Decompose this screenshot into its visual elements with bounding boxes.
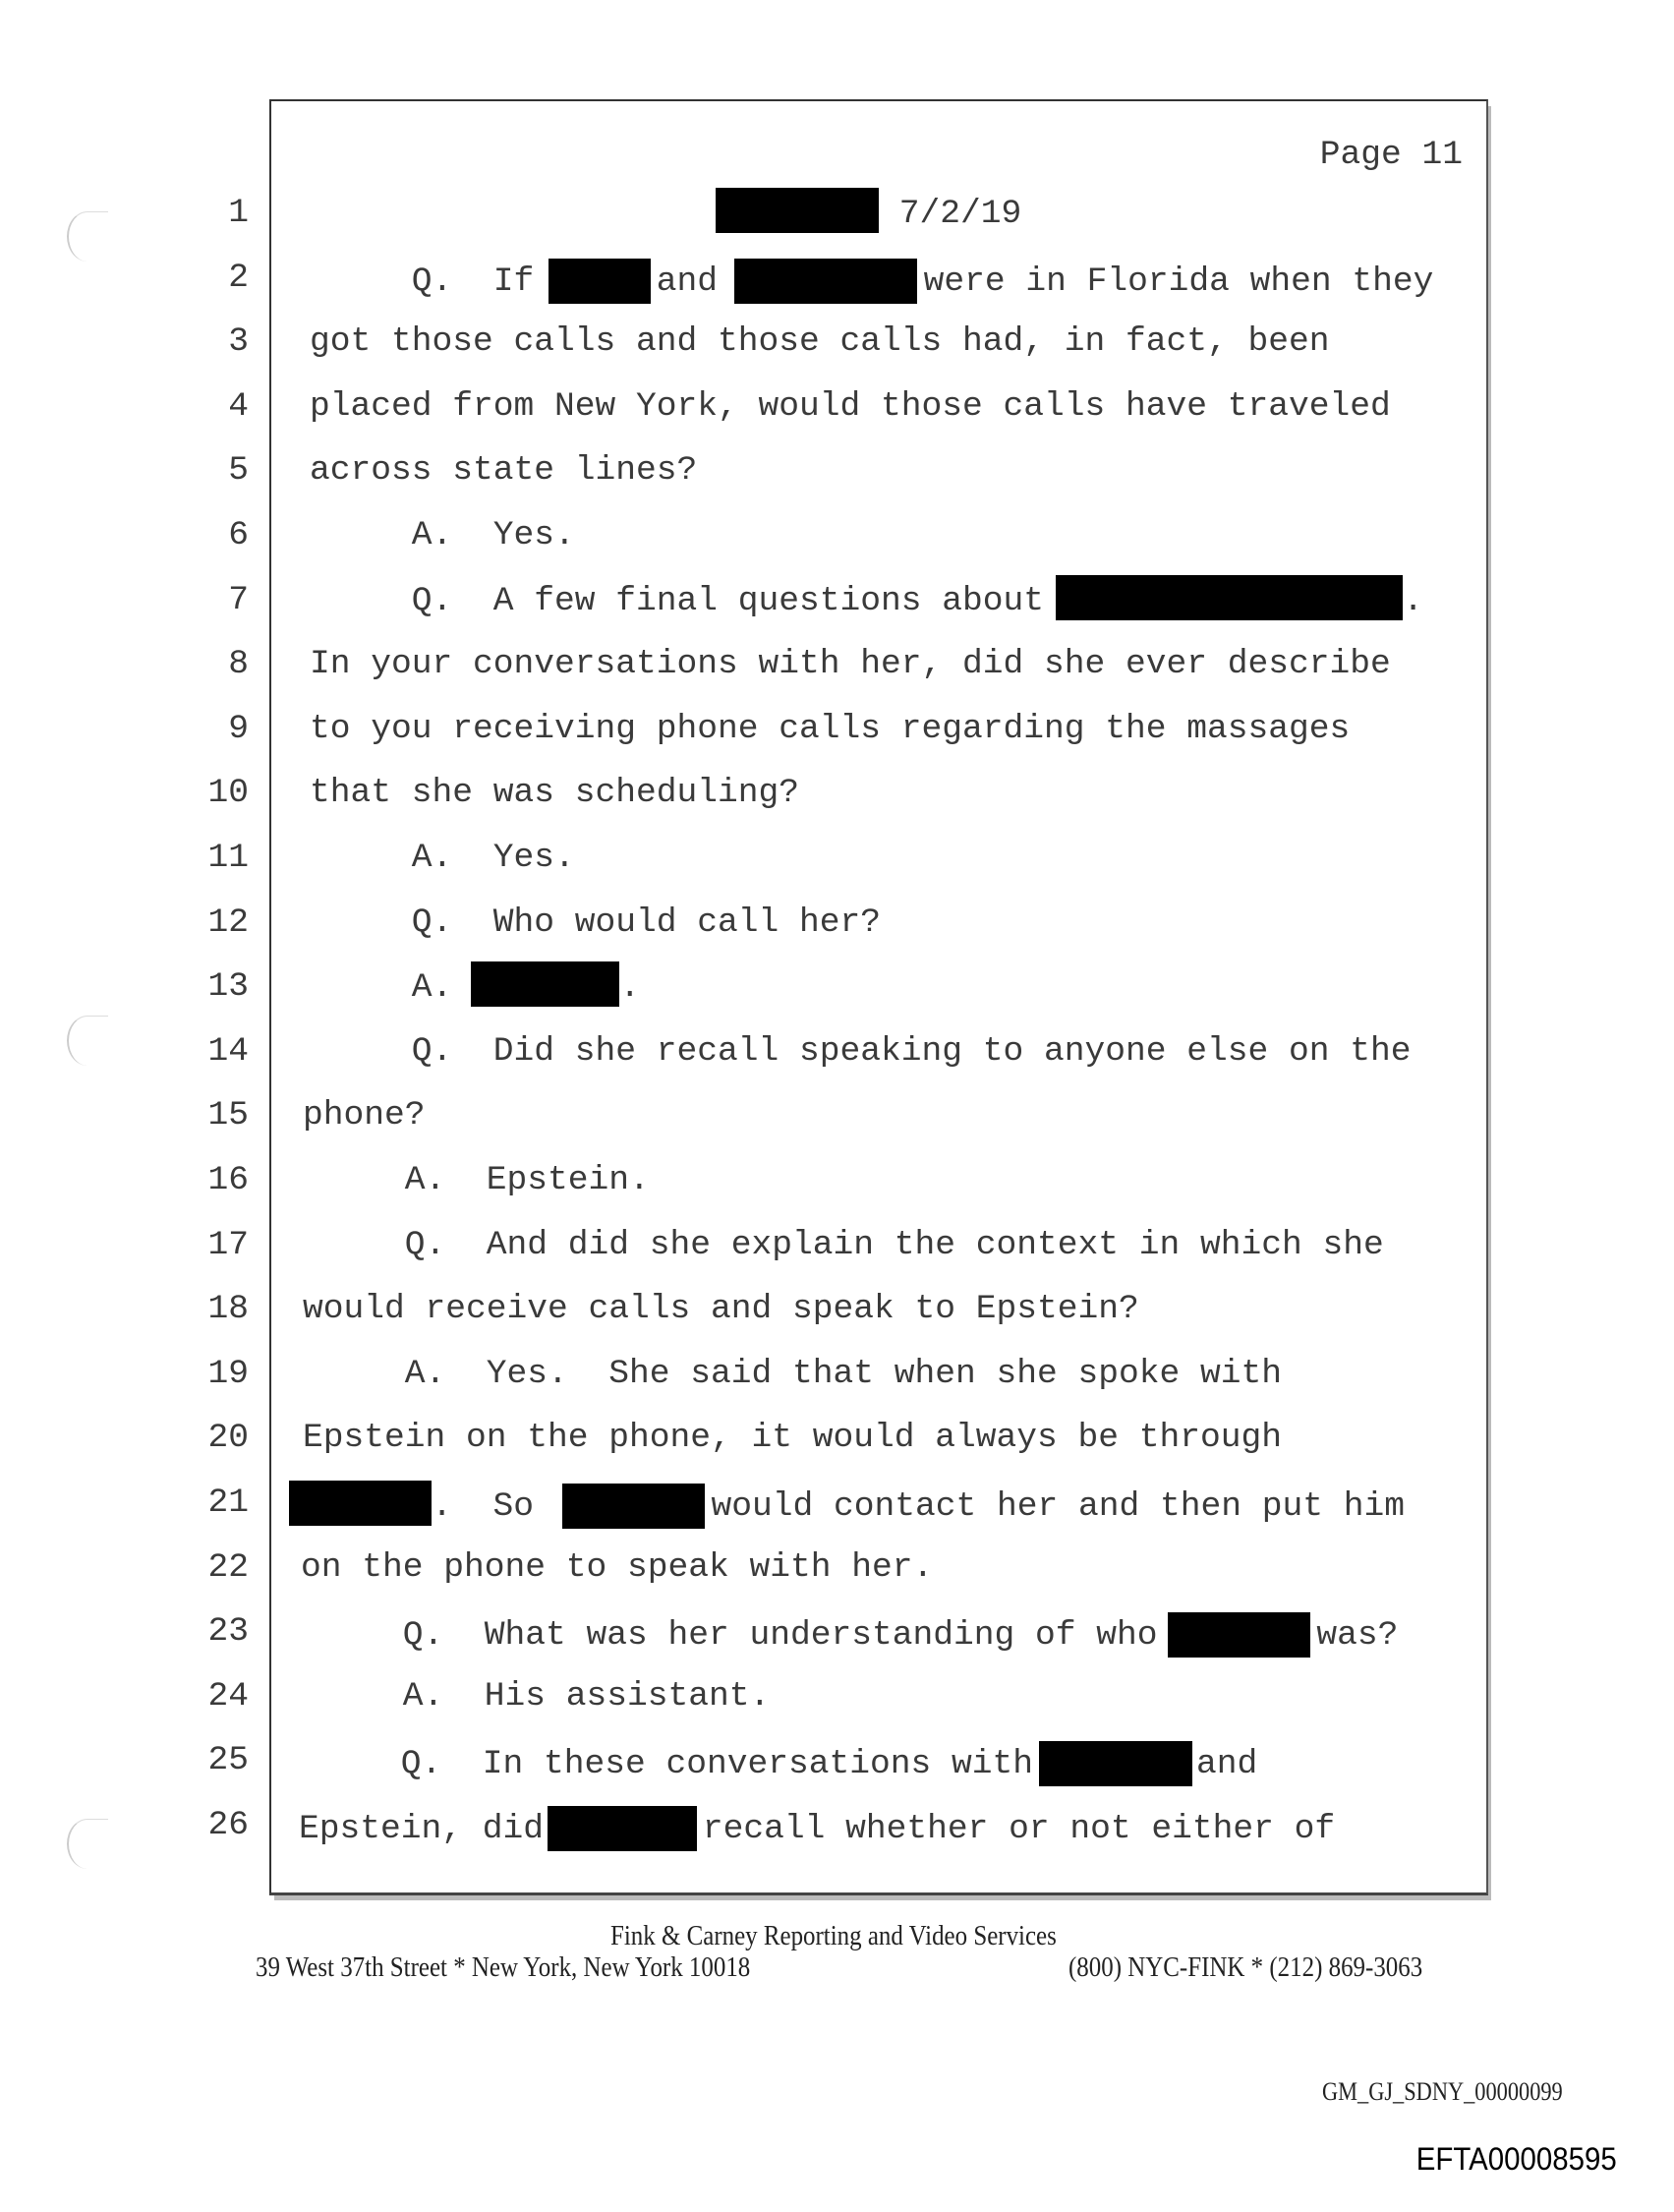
redaction-box [562,1484,706,1529]
line-text: would contact her and then put him [711,1487,1406,1527]
line-number: 8 [228,645,249,683]
line-number: 4 [228,387,249,426]
transcript-line: A. Yes. [310,516,575,554]
line-number: 7 [228,581,249,619]
line-number: 11 [207,839,249,877]
line-number: 14 [207,1032,249,1071]
line-number: 24 [207,1677,249,1716]
line-text: Q. If [411,262,535,302]
line-number: 13 [207,967,249,1006]
transcript-line: across state lines? [310,451,698,490]
redaction-box [1167,1612,1311,1658]
punch-hole-mark [67,1016,108,1066]
transcript-line: would receive calls and speak to Epstein… [303,1290,1139,1328]
line-text: 7/2/19 [898,195,1022,234]
transcript-line: phone? [303,1096,426,1135]
line-number: 16 [207,1161,249,1199]
page-number: Page 11 [1319,136,1463,174]
transcript-line: Q. A few final questions about. [310,575,1423,621]
transcript-line: A. Yes. She said that when she spoke wit… [303,1355,1283,1393]
line-number: 6 [228,516,249,554]
line-number: 22 [207,1548,249,1587]
redaction-box [470,961,620,1007]
line-number: 3 [228,322,249,361]
bates-efta-number: EFTA00008595 [1415,2141,1617,2177]
punch-hole-mark [67,211,108,262]
line-text: Q. What was her understanding of who [301,1616,1158,1656]
transcript-line: Q. And did she explain the context in wh… [303,1226,1384,1264]
line-number: 26 [207,1806,249,1844]
transcript-line: In your conversations with her, did she … [310,645,1391,683]
line-number: 23 [207,1612,249,1651]
line-number: 12 [207,903,249,942]
redaction-box [1056,575,1404,620]
line-text: Epstein, did [299,1810,545,1849]
transcript-line: 7/2/19 [310,188,1022,234]
redaction-box [715,188,879,233]
transcript-line: Q. What was her understanding of who was? [301,1612,1398,1658]
line-number: 1 [228,194,249,232]
line-number: 20 [207,1419,249,1457]
line-number: 18 [207,1290,249,1328]
transcript-line: A.. [310,961,641,1008]
redaction-box [733,259,918,304]
transcript-line: got those calls and those calls had, in … [310,322,1330,361]
transcript-line: . So would contact her and then put him [289,1481,1406,1529]
line-text: recall whether or not either of [702,1810,1336,1849]
footer-company: Fink & Carney Reporting and Video Servic… [610,1920,1057,1951]
line-number: 15 [207,1096,249,1135]
line-text: and [656,262,719,302]
line-text: was? [1316,1616,1399,1656]
line-text: and [1196,1745,1258,1784]
footer-address: 39 West 37th Street * New York, New York… [256,1951,751,1983]
transcript-line: on the phone to speak with her. [301,1548,934,1587]
line-text: . [1403,582,1423,621]
transcript-line: to you receiving phone calls regarding t… [310,710,1351,748]
line-text: . [619,968,641,1008]
transcript-line: Q. Did she recall speaking to anyone els… [310,1032,1412,1071]
transcript-line: that she was scheduling? [310,774,800,812]
transcript-line: A. His assistant. [301,1677,771,1716]
transcript-line: A. Epstein. [303,1161,650,1199]
transcript-page-frame [269,99,1488,1895]
line-text: Q. A few final questions about [310,582,1045,621]
line-text: . So [432,1487,535,1527]
punch-hole-mark [67,1819,108,1869]
line-number: 25 [207,1741,249,1779]
transcript-line: placed from New York, would those calls … [310,387,1391,426]
line-text: were in Florida when they [923,262,1434,302]
line-number: 5 [228,451,249,490]
transcript-line: Q. Who would call her? [310,903,882,942]
line-number: 19 [207,1355,249,1393]
transcript-line: Q. In these conversations with and [299,1741,1257,1786]
redaction-box [1039,1741,1192,1786]
redaction-box [289,1481,433,1526]
line-number: 2 [228,259,249,297]
line-number: 9 [228,710,249,748]
line-number: 21 [207,1484,249,1522]
line-text: A. [310,968,453,1008]
transcript-line: Epstein, did recall whether or not either… [299,1806,1335,1851]
transcript-line: Q. If and were in Florida when they [310,259,1433,304]
bates-gm-number: GM_GJ_SDNY_00000099 [1322,2077,1563,2106]
redaction-box [548,259,651,304]
line-text: Q. In these conversations with [299,1745,1034,1784]
line-number: 10 [207,774,249,812]
line-number: 17 [207,1226,249,1264]
transcript-line: A. Yes. [310,839,575,877]
redaction-box [548,1806,697,1851]
footer-phone: (800) NYC-FINK * (212) 869-3063 [1068,1951,1423,1983]
transcript-line: Epstein on the phone, it would always be… [303,1419,1283,1457]
